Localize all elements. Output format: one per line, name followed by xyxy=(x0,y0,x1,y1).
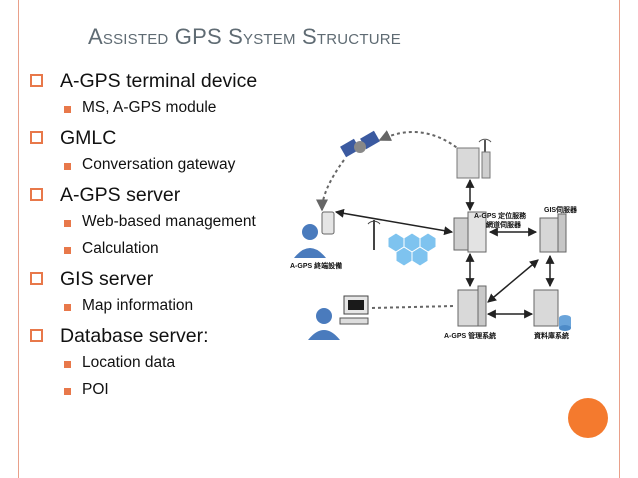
bullet-marker-icon xyxy=(30,74,43,87)
right-border-line xyxy=(619,0,620,478)
bullet-text: GIS server xyxy=(60,268,154,290)
sub-bullet-marker-icon xyxy=(64,247,71,254)
decorative-orange-circle xyxy=(568,398,608,438)
gis-server-icon xyxy=(539,213,567,253)
bullet-database-server: Database server: xyxy=(28,325,288,349)
sub-bullet-marker-icon xyxy=(64,106,71,113)
management-gis-link xyxy=(487,259,539,303)
sub-bullet-text: Web-based management xyxy=(82,213,256,230)
sub-bullet-text: Calculation xyxy=(82,240,159,257)
bullet-marker-icon xyxy=(30,131,43,144)
sub-bullet-text: POI xyxy=(82,381,109,398)
sub-bullet: Calculation xyxy=(28,240,288,262)
satellite-terminal-link xyxy=(316,159,345,212)
database-server-icon xyxy=(533,289,571,331)
agps-server-icon xyxy=(453,211,487,253)
desktop-client-icon xyxy=(308,295,369,340)
bullet-marker-icon xyxy=(30,188,43,201)
bullet-text: Database server: xyxy=(60,325,209,347)
sub-bullet-text: Location data xyxy=(82,354,176,371)
slide-title: Assisted GPS System Structure xyxy=(88,24,401,49)
left-border-line xyxy=(18,0,19,478)
gis-server-label: GIS伺服器 xyxy=(544,205,578,214)
bullet-agps-terminal: A-GPS terminal device xyxy=(28,70,288,94)
sub-bullet-marker-icon xyxy=(64,163,71,170)
sub-bullet-marker-icon xyxy=(64,388,71,395)
satellite-icon xyxy=(340,130,380,158)
satellite-station-link xyxy=(378,130,461,151)
agps-management-label: A-GPS 管理系統 xyxy=(444,331,496,340)
client-management-link xyxy=(371,305,455,309)
sub-bullet: POI xyxy=(28,381,288,403)
sub-bullet-marker-icon xyxy=(64,220,71,227)
bullet-marker-icon xyxy=(30,329,43,342)
sub-bullet-text: MS, A-GPS module xyxy=(82,99,217,116)
terminal-server-link xyxy=(334,208,454,236)
base-station-antenna-icon xyxy=(367,220,381,250)
bullet-text: A-GPS server xyxy=(60,184,181,206)
bullet-text: A-GPS terminal device xyxy=(60,70,258,92)
sub-bullet-marker-icon xyxy=(64,361,71,368)
agps-architecture-diagram: A-GPS 終端設備 A-GPS 定位服務網道伺服器 GIS伺服器 xyxy=(290,130,578,340)
sub-bullet-marker-icon xyxy=(64,304,71,311)
bullet-text: GMLC xyxy=(60,127,117,149)
agps-management-server-icon xyxy=(457,285,487,327)
sub-bullet: Conversation gateway xyxy=(28,156,288,178)
sub-bullet: MS, A-GPS module xyxy=(28,99,288,121)
mobile-terminal-icon xyxy=(294,211,335,258)
sub-bullet-text: Conversation gateway xyxy=(82,156,236,173)
sub-bullet-text: Map information xyxy=(82,297,194,314)
cellular-network-icon xyxy=(387,232,437,267)
bullet-gmlc: GMLC xyxy=(28,127,288,151)
sub-bullet: Location data xyxy=(28,354,288,376)
database-label: 資料庫系統 xyxy=(534,331,569,340)
tower-antenna-icon xyxy=(456,138,492,179)
terminal-label: A-GPS 終端設備 xyxy=(290,261,342,270)
bullet-marker-icon xyxy=(30,272,43,285)
bullet-gis-server: GIS server xyxy=(28,268,288,292)
sub-bullet: Map information xyxy=(28,297,288,319)
agps-server-label: A-GPS 定位服務網道伺服器 xyxy=(474,211,527,229)
bullet-agps-server: A-GPS server xyxy=(28,184,288,208)
sub-bullet: Web-based management xyxy=(28,213,288,235)
bullet-list: A-GPS terminal device MS, A-GPS module G… xyxy=(28,64,288,403)
